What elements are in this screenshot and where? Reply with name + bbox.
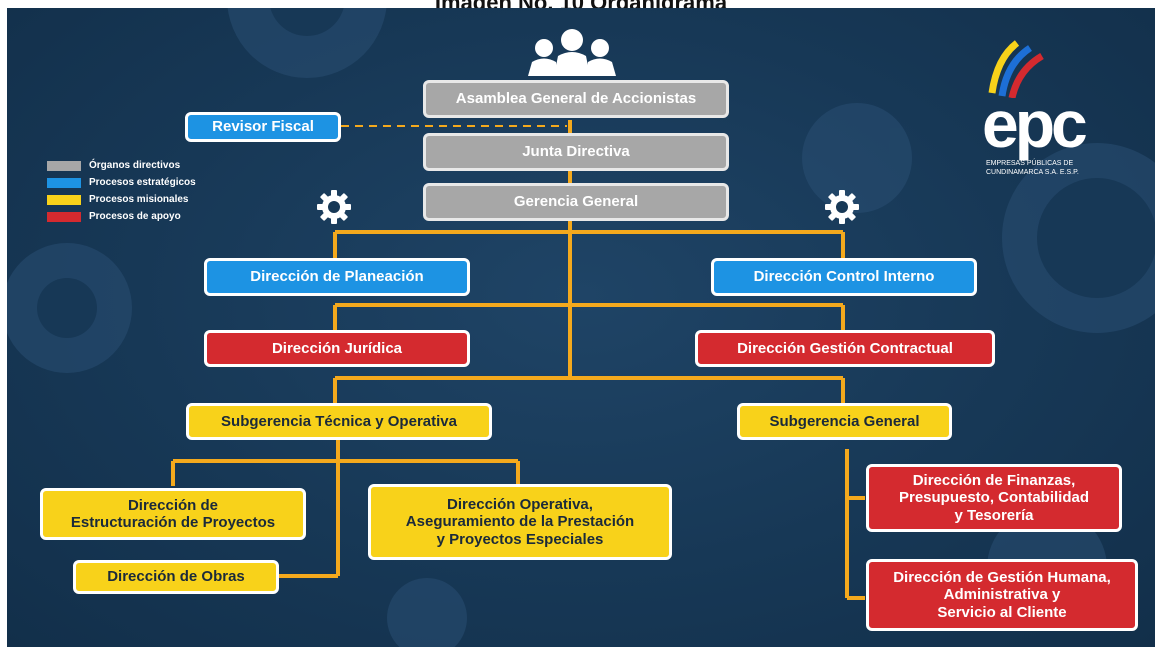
people-icon [528,29,616,76]
legend-label: Órganos directivos [89,160,181,171]
legend: Órganos directivos Procesos estratégicos… [47,157,196,225]
node-gerencia-general: Gerencia General [423,183,729,221]
node-revisor-fiscal: Revisor Fiscal [185,112,341,142]
gear-icon-right [825,190,859,224]
node-gestion-humana: Dirección de Gestión Humana, Administrat… [866,559,1138,631]
node-control-interno: Dirección Control Interno [711,258,977,296]
node-finanzas: Dirección de Finanzas, Presupuesto, Cont… [866,464,1122,532]
logo-subtitle-1: EMPRESAS PÚBLICAS DE [986,160,1074,167]
node-juridica: Dirección Jurídica [204,330,470,367]
legend-swatch-red [47,211,81,222]
epc-logo: epc EMPRESAS PÚBLICAS DE CUNDINAMARCA S.… [982,38,1112,178]
legend-item: Procesos de apoyo [47,208,196,225]
node-gestion-contractual: Dirección Gestión Contractual [695,330,995,367]
legend-label: Procesos estratégicos [89,177,196,188]
legend-swatch-yellow [47,194,81,205]
connector-lines [171,120,865,600]
logo-brand: epc [982,87,1088,161]
legend-swatch-gray [47,160,81,171]
logo-subtitle-2: CUNDINAMARCA S.A. E.S.P. [986,169,1079,176]
legend-item: Procesos misionales [47,191,196,208]
node-subgerencia-tecnica: Subgerencia Técnica y Operativa [186,403,492,440]
legend-swatch-blue [47,177,81,188]
legend-label: Procesos misionales [89,194,189,205]
legend-item: Órganos directivos [47,157,196,174]
node-direccion-operativa: Dirección Operativa, Aseguramiento de la… [368,484,672,560]
node-planeacion: Dirección de Planeación [204,258,470,296]
node-estructuracion-proyectos: Dirección de Estructuración de Proyectos [40,488,306,540]
node-direccion-obras: Dirección de Obras [73,560,279,594]
logo-flag-stripes [988,40,1044,98]
node-asamblea: Asamblea General de Accionistas [423,80,729,118]
org-chart: Órganos directivos Procesos estratégicos… [7,8,1155,647]
legend-item: Procesos estratégicos [47,174,196,191]
gear-icon-left [317,190,351,224]
node-junta-directiva: Junta Directiva [423,133,729,171]
node-subgerencia-general: Subgerencia General [737,403,952,440]
legend-label: Procesos de apoyo [89,211,181,222]
